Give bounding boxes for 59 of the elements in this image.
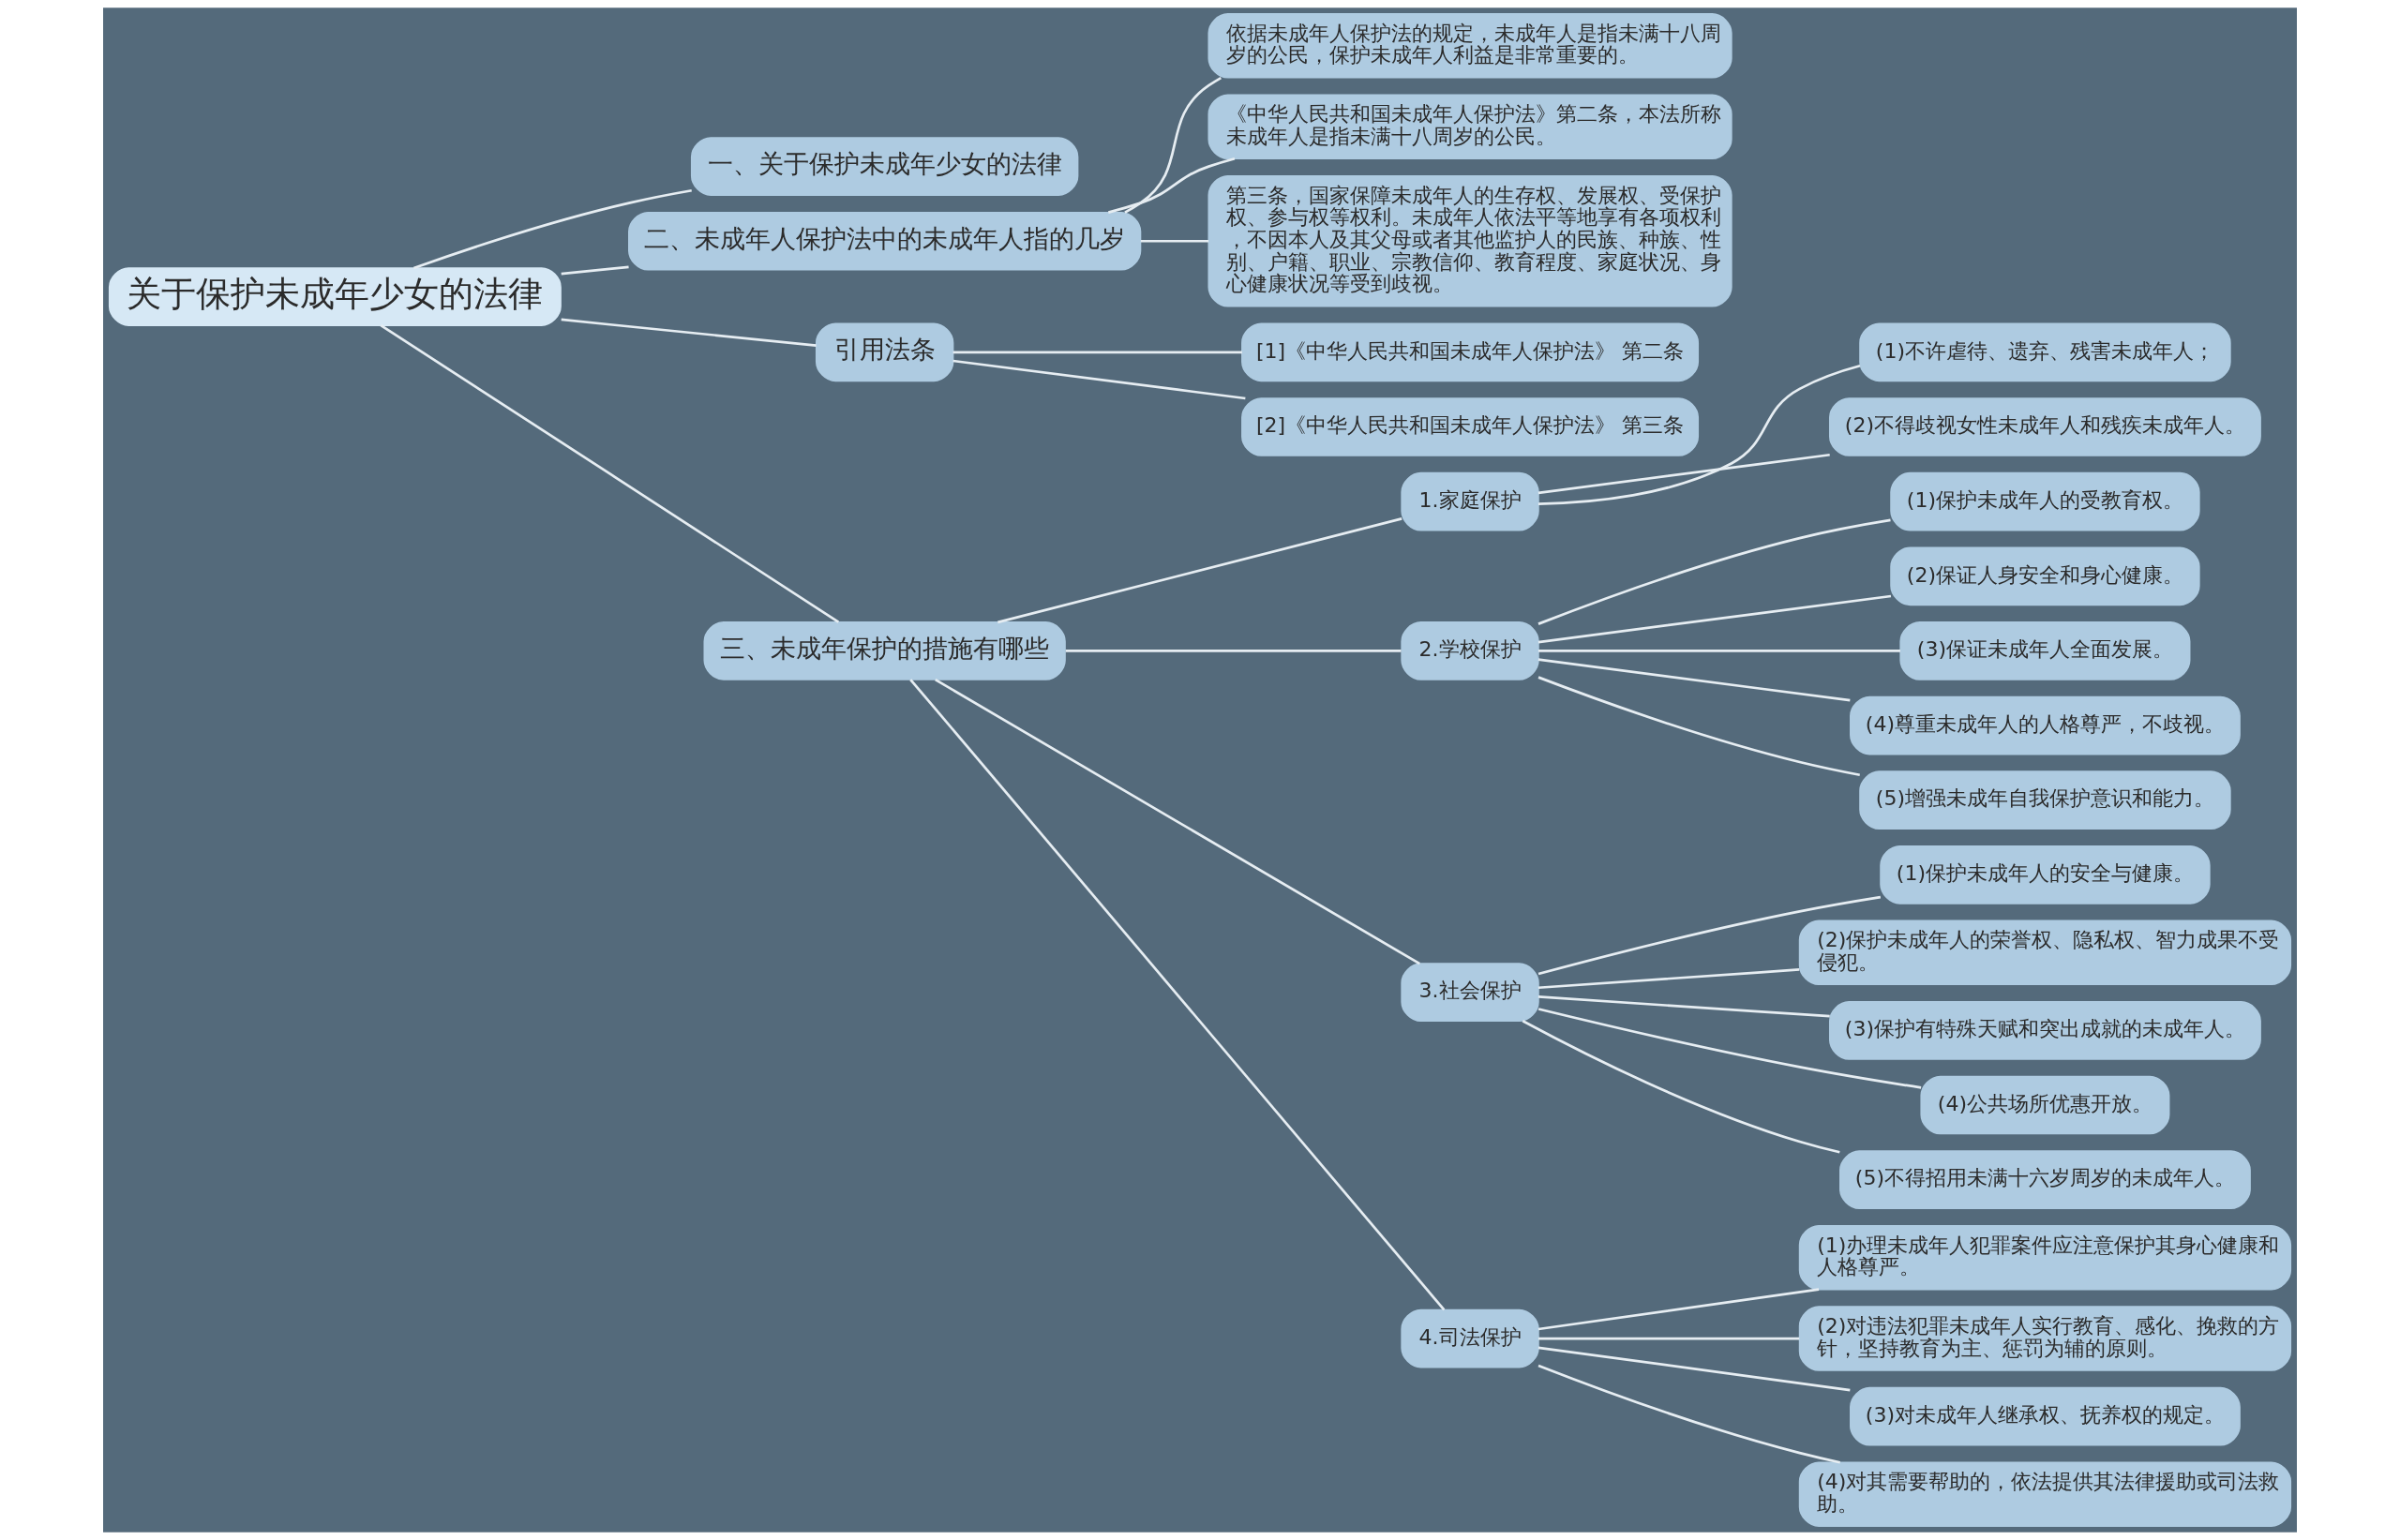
node-box: 《中华人民共和国未成年人保护法》第二条，本法所称未成年人是指未满十八周岁的公民。 [1208, 94, 1732, 159]
connector [909, 679, 1446, 1311]
node-box: (1)办理未成年人犯罪案件应注意保护其身心健康和人格尊严。 [1798, 1224, 2292, 1291]
node-box: 2.学校保护 [1401, 621, 1539, 680]
node-box: 依据未成年人保护法的规定，未成年人是指未满十八周岁的公民，保护未成年人利益是非常重要的。 [1208, 13, 1732, 79]
connector [998, 517, 1402, 624]
connector [1538, 453, 1830, 495]
connector [1538, 658, 1851, 702]
connector [1538, 365, 1861, 505]
node-box: (5)不得招用未满十六岁周岁的未成年人。 [1839, 1150, 2251, 1209]
connector [1538, 968, 1800, 990]
connector [1538, 895, 1882, 976]
connector [1538, 1346, 1851, 1392]
connector [1538, 1008, 1922, 1089]
connector [1108, 157, 1236, 214]
node-box: 第三条，国家保障未成年人的生存权、发展权、受保护权、参与权等权利。未成年人依法平等地享有各项权利，不因本人及其父母或者其他监护人的民族、种族、性别、户籍、职业、宗教信仰、教育程度、家庭状况、身心健康状况等受到歧视。 [1208, 174, 1732, 307]
node-box: (5)增强未成年自我保护意识和能力。 [1859, 770, 2231, 830]
node-box: (2)保证人身安全和身心健康。 [1890, 546, 2200, 606]
connector [1538, 650, 1900, 652]
node-box: (2)不得歧视女性未成年人和残疾未成年人。 [1829, 397, 2261, 456]
connector [412, 188, 692, 270]
connector [935, 679, 1420, 965]
connector [1124, 76, 1222, 214]
connector [1538, 518, 1891, 625]
node-box: (4)公共场所优惠开放。 [1920, 1075, 2170, 1135]
connector [952, 359, 1246, 400]
node-box: (3)保护有特殊天赋和突出成就的未成年人。 [1829, 1001, 2261, 1060]
node-box: [2]《中华人民共和国未成年人保护法》 第三条 [1241, 397, 1700, 456]
node-box: (4)尊重未成年人的人格尊严，不歧视。 [1850, 695, 2241, 755]
connector [1538, 594, 1892, 644]
connector [1538, 676, 1860, 777]
connector [380, 324, 840, 623]
node-box: 4.司法保护 [1401, 1308, 1539, 1368]
node-box: (3)对未成年人继承权、抚养权的规定。 [1850, 1386, 2241, 1446]
connector [1538, 1364, 1840, 1464]
connector [1522, 1020, 1840, 1154]
node-box: (1)不许虐待、遗弃、残害未成年人； [1859, 322, 2231, 382]
connector [1140, 239, 1209, 243]
node-box: 三、未成年保护的措施有哪些 [703, 621, 1066, 680]
node-box: (2)对违法犯罪未成年人实行教育、感化、挽救的方针，坚持教育为主、惩罚为辅的原则。 [1798, 1306, 2292, 1371]
connector [561, 318, 817, 347]
connector [1065, 650, 1402, 652]
node-box: 1.家庭保护 [1401, 471, 1539, 531]
node-box: (2)保护未成年人的荣誉权、隐私权、智力成果不受侵犯。 [1798, 920, 2292, 986]
node-box: 3.社会保护 [1401, 963, 1539, 1023]
node-box: 二、未成年人保护法中的未成年人指的几岁 [628, 211, 1142, 271]
connector [561, 265, 629, 276]
node-box: (4)对其需要帮助的，依法提供其法律援助或司法救助。 [1798, 1461, 2292, 1527]
connector [952, 351, 1242, 354]
node-box: 一、关于保护未成年少女的法律 [690, 137, 1079, 196]
node-box: 引用法条 [815, 322, 954, 382]
node-box: [1]《中华人民共和国未成年人保护法》 第二条 [1241, 322, 1700, 382]
node-box: (1)保护未成年人的安全与健康。 [1880, 845, 2211, 905]
connector [1538, 995, 1830, 1018]
node-box: 关于保护未成年少女的法律 [108, 267, 562, 326]
connector [1538, 1337, 1800, 1340]
node-box: (3)保证未成年人全面发展。 [1899, 621, 2191, 680]
connector [1538, 1288, 1820, 1331]
node-box: (1)保护未成年人的受教育权。 [1890, 471, 2200, 531]
